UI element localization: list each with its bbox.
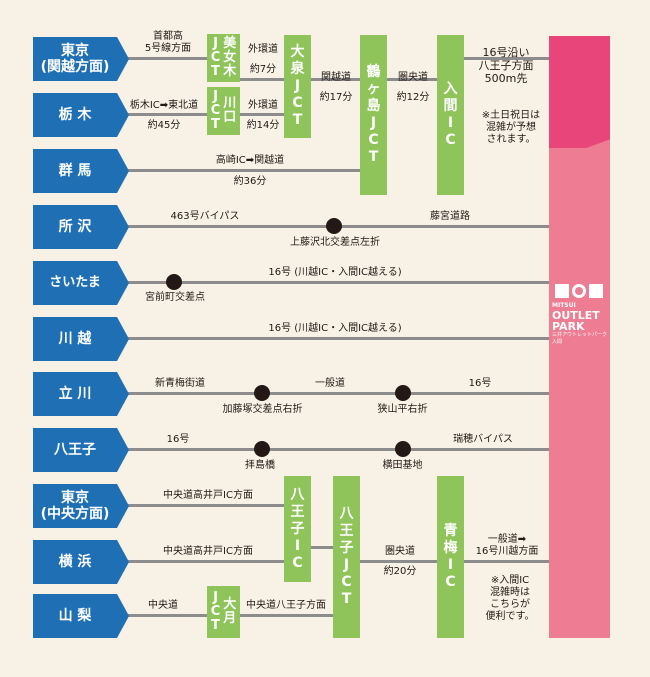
note-iruma-jam: ※入間IC 混雑時は こちらが 便利です。: [485, 575, 535, 622]
label-route16: 16号沿い 八王子方面 500m先: [478, 46, 534, 85]
road-tokyo-kanetsu: [117, 57, 212, 60]
road-yamanashi: [117, 614, 207, 617]
label-bypass463: 463号バイパス: [170, 211, 240, 222]
dot-sayamadai: [395, 385, 411, 401]
logo-ring-icon: [572, 284, 586, 298]
label-fujimiya: 藤宮道路: [430, 211, 470, 222]
dot-kamifujisawa: [326, 218, 342, 234]
label-kenodo-time: 約12分: [396, 92, 430, 103]
label-chuo-hachioji: 中央道八王子方面: [246, 600, 326, 611]
label-chuo-tokyo: 中央道高井戸IC方面: [163, 490, 253, 501]
destination-bar: [549, 36, 610, 638]
dot-yokota: [395, 441, 411, 457]
label-tochigi-time: 約45分: [147, 120, 181, 131]
road-saitama: [117, 281, 549, 284]
road-iruma-dest: [462, 57, 549, 60]
note-weekend: ※土日祝日は 混雑が予想 されます。: [481, 110, 541, 145]
logo-subtitle: 三井アウトレットパーク 入間: [552, 332, 608, 345]
label-r16-tachikawa: 16号: [468, 378, 492, 389]
label-ome-route: 一般道➡ 16号川越方面: [475, 534, 539, 557]
road-tokyo-chuo: [117, 504, 287, 507]
origin-yamanashi: 山 梨: [33, 594, 129, 638]
label-ippando: 一般道: [315, 378, 345, 389]
origin-tokorozawa: 所 沢: [33, 205, 129, 249]
mitsui-outlet-park-logo: MITSUI OUTLET PARK 三井アウトレットパーク 入間: [552, 284, 608, 346]
dot-miyamae: [166, 274, 182, 290]
road-tachikawa: [117, 392, 549, 395]
origin-hachioji: 八王子: [33, 428, 129, 472]
label-kamifuji: 上藤沢北交差点左折: [290, 237, 380, 248]
origin-gunma: 群 馬: [33, 149, 129, 193]
label-gunma-time: 約36分: [233, 176, 267, 187]
origin-tokyo-chuo: 東京 (中央方面): [33, 484, 129, 528]
road-oizumi-tsurugashima: [310, 78, 362, 81]
label-shinome: 新青梅街道: [155, 378, 205, 389]
label-gaikan1-time: 約7分: [249, 64, 277, 75]
road-hachioji-ic-jct: [311, 546, 335, 549]
label-kawagoe16: 16号 (川越IC・入間IC越える): [268, 323, 402, 334]
label-gaikan1: 外環道: [248, 44, 278, 55]
logo-p-icon: [589, 284, 603, 298]
logo-square-icon: [555, 284, 569, 298]
label-chuo-yokohama: 中央道高井戸IC方面: [163, 546, 253, 557]
label-saitama16: 16号 (川越IC・入間IC越える): [268, 267, 402, 278]
origin-saitama: さいたま: [33, 261, 129, 305]
road-hachioji-jct-ome: [358, 560, 438, 563]
dot-katozuka: [254, 385, 270, 401]
origin-yokohama: 横 浜: [33, 540, 129, 584]
label-katozuka: 加藤塚交差点右折: [222, 404, 303, 415]
road-yokohama: [117, 560, 287, 563]
label-mizuho: 瑞穂バイパス: [453, 434, 513, 445]
dot-haijima: [254, 441, 270, 457]
road-kawaguchi-oizumi: [238, 113, 286, 116]
label-miyamae: 宮前町交差点: [145, 292, 205, 303]
logo-outlet: OUTLET: [552, 309, 600, 322]
origin-tokyo-kanetsu: 東京 (関越方面): [33, 37, 129, 81]
label-tochigi-route: 栃木IC➡東北道: [129, 100, 199, 111]
label-gunma-route: 高崎IC➡関越道: [215, 155, 285, 166]
label-haijima: 拝島橋: [245, 460, 275, 471]
logo-mark: [555, 284, 608, 298]
label-kanetsu-time: 約17分: [319, 92, 353, 103]
road-otsuki-hachioji: [238, 614, 335, 617]
road-kawagoe: [117, 337, 549, 340]
label-r16-hachioji: 16号: [166, 434, 190, 445]
label-kenodo2: 圏央道: [385, 546, 415, 557]
label-shutoko: 首都高 5号線方面: [144, 31, 192, 54]
origin-tochigi: 栃 木: [33, 93, 129, 137]
label-gaikan2: 外環道: [248, 100, 278, 111]
logo-park: PARK: [552, 320, 585, 333]
road-hachioji: [117, 448, 549, 451]
logo-mitsui: MITSUI: [552, 302, 576, 309]
road-tsurugashima-iruma: [386, 78, 438, 81]
origin-tachikawa: 立 川: [33, 372, 129, 416]
label-kenodo: 圏央道: [398, 72, 428, 83]
label-yokota: 横田基地: [382, 460, 423, 471]
road-ome-dest: [462, 560, 549, 563]
road-bijogi-oizumi: [238, 78, 286, 81]
label-kenodo2-time: 約20分: [383, 566, 417, 577]
label-kanetsu: 関越道: [321, 72, 351, 83]
origin-kawagoe: 川 越: [33, 317, 129, 361]
label-sayamadai: 狭山平右折: [377, 404, 428, 415]
road-tochigi: [117, 113, 212, 116]
label-chuo-yamanashi: 中央道: [148, 600, 178, 611]
road-gunma: [117, 169, 362, 172]
label-gaikan2-time: 約14分: [246, 120, 280, 131]
